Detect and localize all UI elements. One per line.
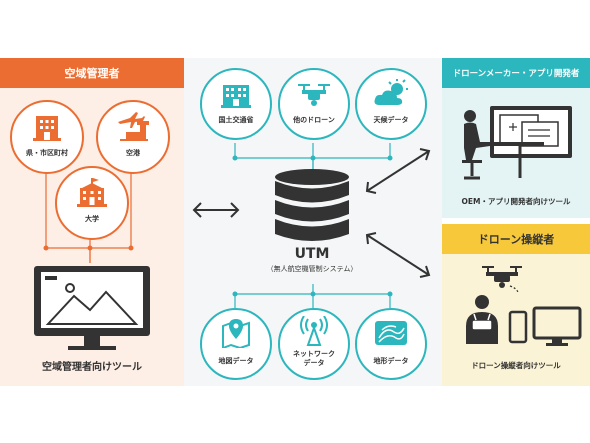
network-data-label: ネットワーク データ (293, 350, 335, 367)
university-icon (77, 178, 107, 207)
terrain-data-node: 地形データ (355, 308, 427, 380)
antenna-icon (300, 316, 328, 346)
network-data-node: ネットワーク データ (278, 308, 350, 380)
weather-icon (374, 79, 408, 105)
drone-operator-panel: ドローン操縦者 ドローン操縦者向けツール (442, 224, 590, 386)
map-data-node: 地図データ (200, 308, 272, 380)
upper-right-double-arrow-icon (365, 148, 431, 194)
monitor-icon (34, 266, 150, 350)
database-icon (275, 169, 349, 241)
university-label: 大学 (85, 215, 99, 223)
building-icon (33, 116, 61, 141)
terrain-data-label: 地形データ (373, 357, 409, 365)
airspace-manager-panel: 空域管理者 県・市区町村 空港 (0, 58, 184, 386)
drone-icon (298, 84, 330, 106)
left-connectors (43, 170, 134, 263)
terrain-map-icon (375, 321, 407, 345)
prefecture-node: 県・市区町村 (10, 100, 84, 174)
developer-header: ドローンメーカー・アプリ開発者 (442, 58, 590, 88)
government-building-icon (221, 85, 251, 108)
airport-label: 空港 (126, 149, 140, 157)
mlit-node: 国土交通省 (200, 68, 272, 140)
drone-operator-tool-label: ドローン操縦者向けツール (471, 361, 561, 370)
airport-icon (118, 112, 149, 141)
weather-node: 天候データ (355, 68, 427, 140)
drone-operator-header: ドローン操縦者 (442, 224, 590, 254)
center-connectors (232, 143, 393, 308)
developer-panel: ドローンメーカー・アプリ開発者 OEM・アプリ開発者向けツール (442, 58, 590, 218)
airspace-tool-label: 空域管理者向けツール (42, 362, 142, 373)
airspace-manager-header: 空域管理者 (0, 58, 184, 88)
lower-right-double-arrow-icon (365, 232, 431, 278)
map-pin-icon (222, 319, 250, 348)
other-drones-label: 他のドローン (293, 116, 335, 124)
utm-title: UTM (294, 246, 330, 262)
drone-operator-icon (466, 266, 582, 346)
developer-tool-label: OEM・アプリ開発者向けツール (461, 197, 571, 206)
utm-subtitle: （無人航空機管制システム） (266, 265, 358, 273)
map-data-label: 地図データ (218, 357, 254, 365)
mlit-label: 国土交通省 (218, 116, 254, 124)
developer-at-desk-icon (462, 106, 572, 180)
prefecture-label: 県・市区町村 (26, 149, 68, 157)
airport-node: 空港 (96, 100, 170, 174)
left-double-arrow-icon (192, 202, 240, 218)
other-drones-node: 他のドローン (278, 68, 350, 140)
weather-label: 天候データ (373, 116, 409, 124)
university-node: 大学 (55, 166, 129, 240)
